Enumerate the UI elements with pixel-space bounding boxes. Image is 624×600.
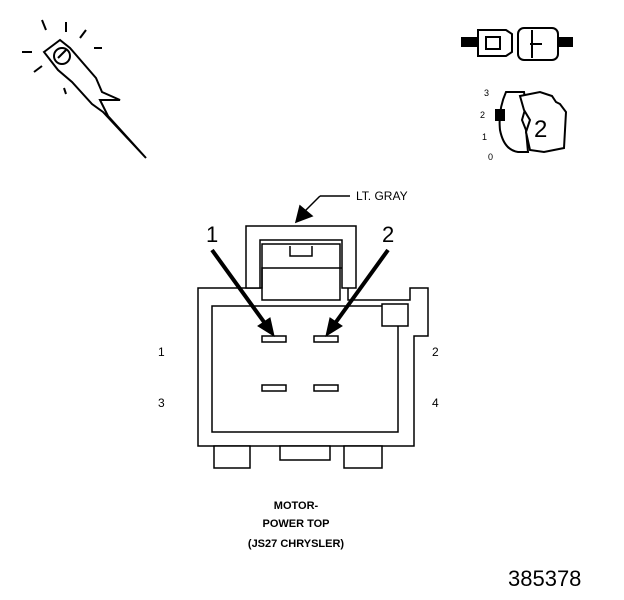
probe-tip-icon <box>22 19 147 159</box>
callout-arrows <box>210 248 390 338</box>
wire-color-leader <box>294 195 350 224</box>
selector-scale-3: 3 <box>484 88 490 98</box>
caption-line-1: MOTOR- <box>273 500 319 512</box>
selector-value: 2 <box>534 116 548 143</box>
pin-label-2: 2 <box>432 345 439 359</box>
selector-scale-2: 2 <box>480 110 486 120</box>
caption-line-3: (JS27 CHRYSLER) <box>247 538 345 550</box>
selector-scale-0: 0 <box>488 152 494 162</box>
callout-2: 2 <box>382 222 395 247</box>
figure-number: 385378 <box>508 566 582 591</box>
selector-scale-1: 1 <box>482 132 488 142</box>
wire-color-label: LT. GRAY <box>356 189 408 203</box>
pin-label-3: 3 <box>158 396 165 410</box>
selector-knob-icon <box>495 90 568 154</box>
caption-line-2: POWER TOP <box>262 518 330 530</box>
pin-label-1: 1 <box>158 345 165 359</box>
pin-label-4: 4 <box>432 396 439 410</box>
callout-1: 1 <box>206 222 219 247</box>
connector-body <box>197 225 429 469</box>
connector-half-icon <box>461 27 573 61</box>
